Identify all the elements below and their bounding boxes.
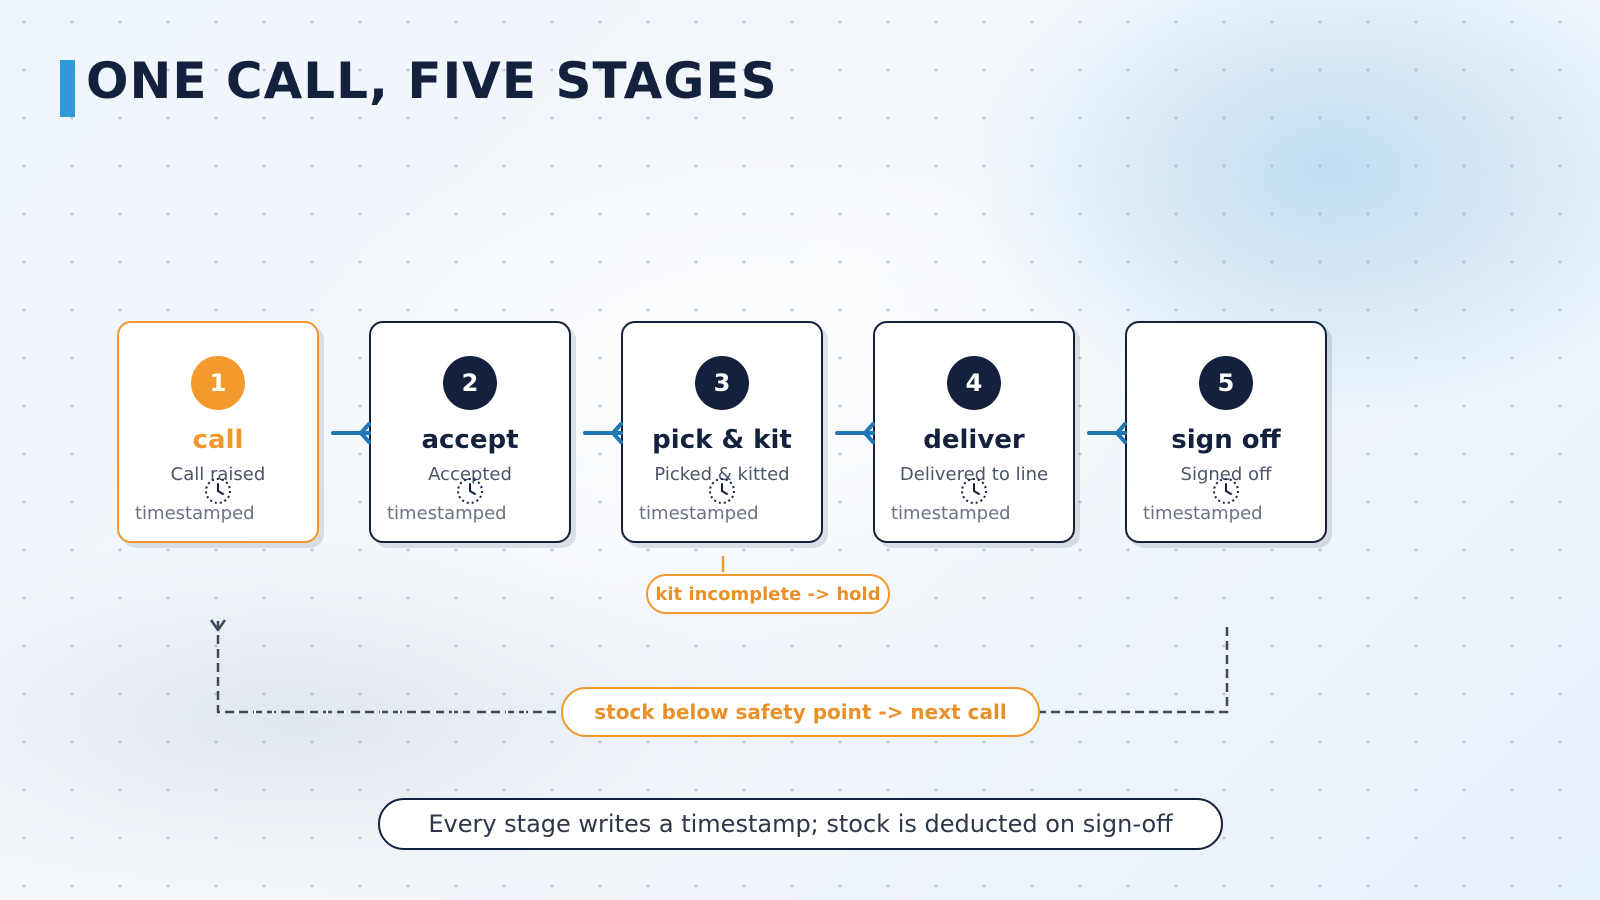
stage-card-call: 1 call Call raised timestamped — [117, 321, 319, 543]
stage-timestamp-label: timestamped — [639, 503, 759, 524]
flow-arrow-icon — [583, 422, 623, 444]
stage-status: Delivered to line — [899, 464, 1049, 485]
stage-number-badge: 4 — [947, 356, 1001, 410]
exception-hold-pill: kit incomplete -> hold — [646, 574, 890, 614]
stage-status: Picked & kitted — [654, 464, 790, 485]
footnote-callout: Every stage writes a timestamp; stock is… — [378, 798, 1223, 850]
stage-card-deliver: 4 deliver Delivered to line timestamped — [873, 321, 1075, 543]
loop-arrow-head — [209, 619, 227, 632]
stage-number-badge: 3 — [695, 356, 749, 410]
stage-name: call — [192, 425, 244, 455]
stage-status: Call raised — [170, 464, 266, 485]
flow-arrow-icon — [835, 422, 875, 444]
stage-status: Signed off — [1180, 464, 1272, 485]
clock-icon — [1213, 478, 1239, 504]
stage-status: Accepted — [428, 464, 512, 485]
stage-number-badge: 5 — [1199, 356, 1253, 410]
stage-name: pick & kit — [652, 425, 792, 455]
clock-icon — [457, 478, 483, 504]
title-accent-bar — [60, 60, 75, 117]
flow-arrow-icon — [331, 422, 371, 444]
stage-number-badge: 1 — [191, 356, 245, 410]
stage-timestamp-label: timestamped — [135, 503, 255, 524]
stage-number-badge: 2 — [443, 356, 497, 410]
clock-icon — [205, 478, 231, 504]
clock-icon — [961, 478, 987, 504]
clock-icon — [709, 478, 735, 504]
stage-timestamp-label: timestamped — [1143, 503, 1263, 524]
stage-name: accept — [421, 425, 519, 455]
stage-name: deliver — [923, 425, 1025, 455]
loop-condition-pill: stock below safety point -> next call — [561, 687, 1040, 737]
flow-arrow-icon — [1087, 422, 1127, 444]
stage-card-pick-and-kit: 3 pick & kit Picked & kitted timestamped — [621, 321, 823, 543]
stage-timestamp-label: timestamped — [387, 503, 507, 524]
stage-card-sign-off: 5 sign off Signed off timestamped — [1125, 321, 1327, 543]
stage-name: sign off — [1171, 425, 1281, 455]
stage-timestamp-label: timestamped — [891, 503, 1011, 524]
stage-card-accept: 2 accept Accepted timestamped — [369, 321, 571, 543]
page-title: ONE CALL, FIVE STAGES — [86, 52, 778, 110]
